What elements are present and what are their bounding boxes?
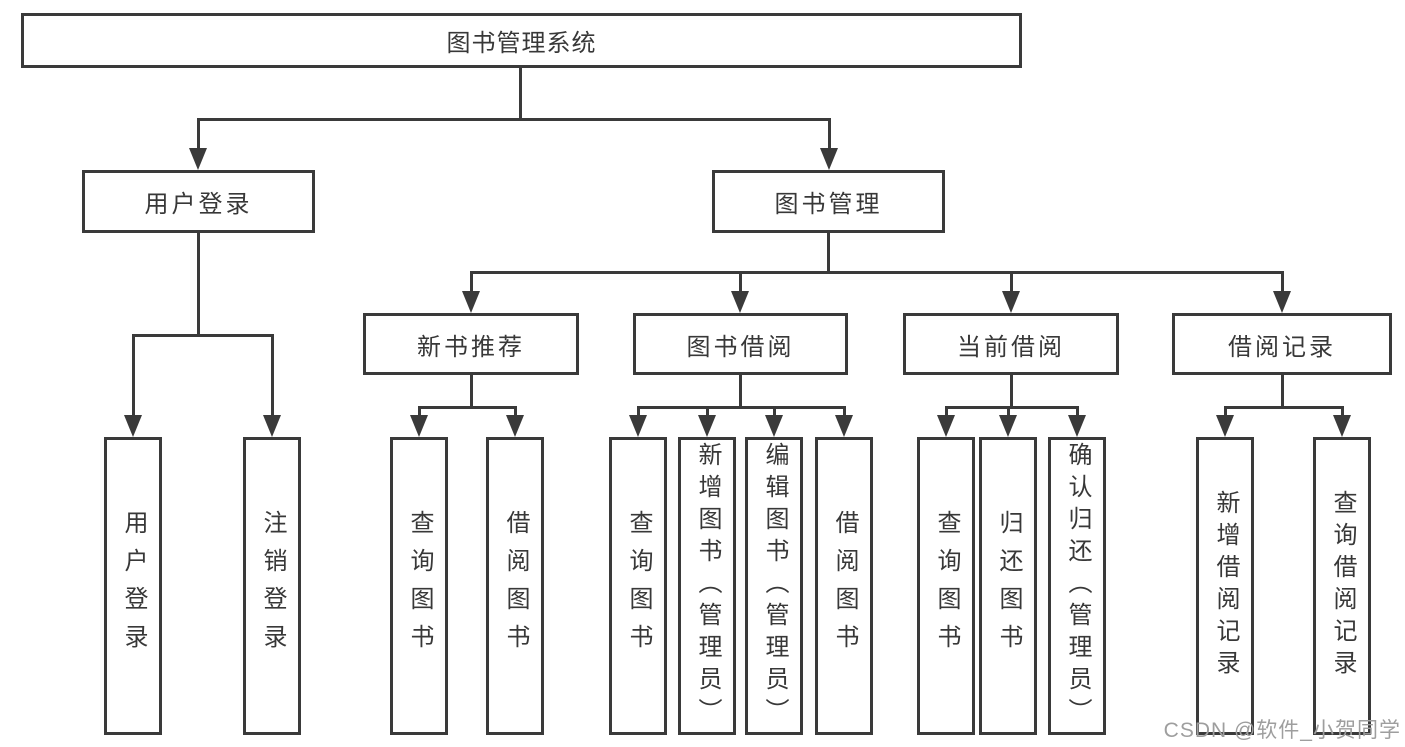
leaf-user-login: 用户登录	[104, 437, 162, 735]
connector-line	[418, 406, 421, 417]
node-user-login: 用户登录	[82, 170, 315, 233]
connector-line	[1281, 271, 1284, 292]
node-current-borrow: 当前借阅	[903, 313, 1119, 375]
node-root-label: 图书管理系统	[446, 30, 597, 57]
connector-line	[514, 406, 517, 417]
leaf-bb-add-books: 新增图书（管理员）	[678, 437, 736, 735]
connector-line	[271, 334, 274, 417]
leaf-cb-query-books-label: 查询图书	[933, 510, 960, 662]
arrowhead-icon	[1273, 291, 1291, 313]
connector-line	[519, 66, 522, 120]
connector-line	[843, 406, 846, 417]
connector-line	[1224, 406, 1227, 417]
leaf-bb-query-books: 查询图书	[609, 437, 667, 735]
leaf-cb-confirm-return-label: 确认归还（管理员）	[1064, 442, 1091, 730]
node-root: 图书管理系统	[21, 13, 1022, 68]
connector-line	[418, 406, 517, 409]
node-new-book-recommend: 新书推荐	[363, 313, 579, 375]
connector-line	[828, 118, 831, 150]
connector-line	[739, 271, 742, 292]
watermark: CSDN @软件_小贺同学	[1163, 719, 1401, 742]
leaf-bb-borrow-books: 借阅图书	[815, 437, 873, 735]
leaf-user-login-label: 用户登录	[120, 510, 147, 662]
arrowhead-icon	[1002, 291, 1020, 313]
leaf-rec-query-books: 查询图书	[390, 437, 448, 735]
connector-line	[470, 271, 473, 292]
arrowhead-icon	[999, 415, 1017, 437]
arrowhead-icon	[410, 415, 428, 437]
node-current-borrow-label: 当前借阅	[957, 333, 1065, 361]
arrowhead-icon	[937, 415, 955, 437]
connector-line	[1010, 271, 1013, 292]
connector-line	[1224, 406, 1343, 409]
leaf-rec-borrow-books-label: 借阅图书	[502, 510, 529, 662]
leaf-bb-add-books-label: 新增图书（管理员）	[694, 442, 721, 730]
arrowhead-icon	[1216, 415, 1234, 437]
connector-line	[827, 233, 830, 274]
node-book-borrow-label: 图书借阅	[686, 333, 795, 361]
connector-line	[773, 406, 776, 417]
leaf-br-query-record: 查询借阅记录	[1313, 437, 1371, 735]
connector-line	[197, 233, 200, 337]
connector-line	[470, 375, 473, 409]
leaf-rec-borrow-books: 借阅图书	[486, 437, 544, 735]
arrowhead-icon	[731, 291, 749, 313]
connector-line	[197, 118, 831, 121]
arrowhead-icon	[698, 415, 716, 437]
leaf-br-add-record: 新增借阅记录	[1196, 437, 1254, 735]
arrowhead-icon	[629, 415, 647, 437]
connector-line	[637, 406, 845, 409]
connector-line	[1281, 375, 1284, 409]
leaf-logout: 注销登录	[243, 437, 301, 735]
leaf-logout-label: 注销登录	[259, 510, 286, 662]
arrowhead-icon	[820, 148, 838, 170]
connector-line	[197, 118, 200, 150]
node-book-borrow: 图书借阅	[633, 313, 848, 375]
node-new-book-recommend-label: 新书推荐	[417, 333, 525, 361]
arrowhead-icon	[1333, 415, 1351, 437]
leaf-br-query-record-label: 查询借阅记录	[1329, 490, 1356, 682]
node-book-management: 图书管理	[712, 170, 945, 233]
connector-line	[132, 334, 135, 417]
leaf-cb-confirm-return: 确认归还（管理员）	[1048, 437, 1106, 735]
leaf-cb-return-books-label: 归还图书	[995, 510, 1022, 662]
leaf-cb-return-books: 归还图书	[979, 437, 1037, 735]
leaf-bb-edit-books: 编辑图书（管理员）	[745, 437, 803, 735]
connector-line	[945, 406, 948, 417]
connector-line	[1007, 406, 1010, 417]
arrowhead-icon	[263, 415, 281, 437]
node-borrow-records: 借阅记录	[1172, 313, 1392, 375]
connector-line	[945, 406, 1078, 409]
arrowhead-icon	[1068, 415, 1086, 437]
connector-line	[1010, 375, 1013, 409]
arrowhead-icon	[189, 148, 207, 170]
leaf-rec-query-books-label: 查询图书	[406, 510, 433, 662]
arrowhead-icon	[124, 415, 142, 437]
connector-line	[637, 406, 640, 417]
connector-line	[1341, 406, 1344, 417]
arrowhead-icon	[506, 415, 524, 437]
connector-line	[739, 375, 742, 409]
arrowhead-icon	[835, 415, 853, 437]
arrowhead-icon	[765, 415, 783, 437]
node-borrow-records-label: 借阅记录	[1228, 333, 1336, 361]
connector-line	[132, 334, 274, 337]
leaf-cb-query-books: 查询图书	[917, 437, 975, 735]
leaf-bb-borrow-books-label: 借阅图书	[831, 510, 858, 662]
leaf-bb-edit-books-label: 编辑图书（管理员）	[761, 442, 788, 730]
leaf-bb-query-books-label: 查询图书	[625, 510, 652, 662]
connector-line	[706, 406, 709, 417]
connector-line	[470, 271, 1283, 274]
node-book-management-label: 图书管理	[774, 191, 883, 218]
arrowhead-icon	[462, 291, 480, 313]
connector-line	[1076, 406, 1079, 417]
leaf-br-add-record-label: 新增借阅记录	[1212, 490, 1239, 682]
node-user-login-label: 用户登录	[144, 191, 253, 218]
